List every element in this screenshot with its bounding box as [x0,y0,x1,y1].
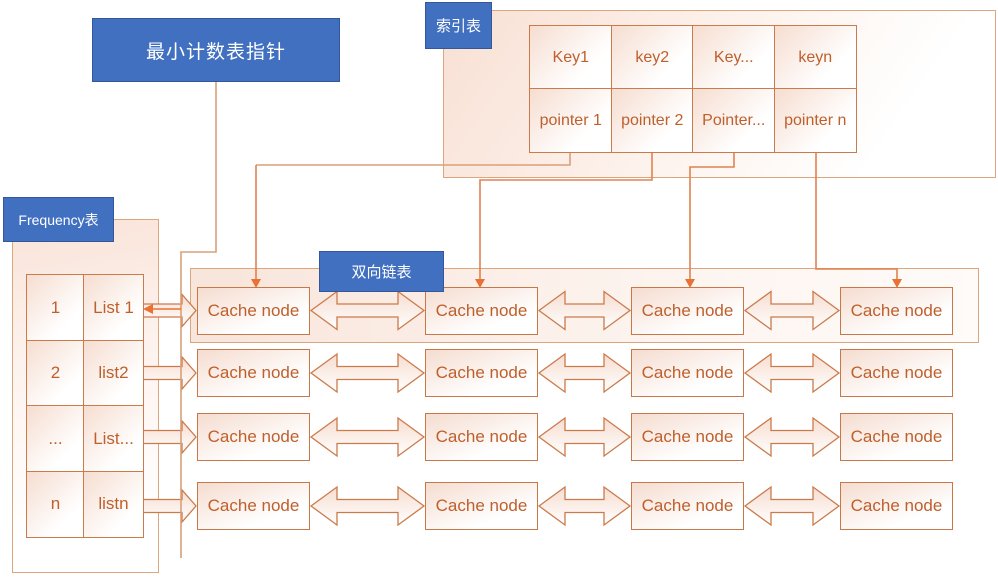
frequency-list-cell: listn [83,470,144,538]
right-block-arrow [142,355,197,391]
cache-node: Cache node [425,287,538,335]
index-key-cell: Key1 [529,25,613,90]
min-pointer-connector [180,82,217,558]
arrowheads [143,279,902,314]
index-key-cell: Key... [692,25,776,90]
cache-node: Cache node [631,482,744,530]
right-block-arrow [142,292,197,329]
block-arrows [142,290,841,527]
double-block-arrow [309,485,426,527]
frequency-count-cell: 1 [26,274,85,342]
arrowhead-left-list1 [143,304,153,314]
frequency-table: 1 List 1 2 list2 ... List... n listn [26,274,144,538]
index-key-cell: keyn [773,25,857,90]
double-block-arrow [309,416,426,458]
index-pointer-cell: pointer 2 [610,88,694,153]
double-block-arrow [537,290,632,331]
pointer1-connector [256,152,571,166]
pointer3-drop [689,152,735,279]
cache-node: Cache node [840,413,953,461]
cache-node: Cache node [425,413,538,461]
double-block-arrow [743,416,841,458]
pointer4-drop [815,152,898,279]
double-block-arrow [743,485,841,527]
cache-node: Cache node [631,413,744,461]
index-pointer-cell: Pointer... [692,88,776,153]
cache-node: Cache node [197,349,310,397]
index-table: Key1 key2 Key... keyn pointer 1 pointer … [529,25,857,153]
index-pointer-cell: pointer n [773,88,857,153]
index-key-cell: key2 [610,25,694,90]
min-count-pointer-label: 最小计数表指针 [92,18,340,82]
arrowhead-down-3 [685,279,695,288]
index-table-label: 索引表 [425,2,492,49]
cache-node: Cache node [425,482,538,530]
arrowhead-down-4 [892,279,902,288]
cache-node: Cache node [631,287,744,335]
cache-node: Cache node [197,482,310,530]
frequency-list-cell: List 1 [83,274,144,342]
frequency-count-cell: ... [26,405,85,473]
cache-node: Cache node [840,287,953,335]
cache-node: Cache node [840,482,953,530]
right-block-arrow [142,488,197,524]
arrowhead-down-2 [475,279,485,288]
double-block-arrow [743,290,841,331]
doubly-linked-list-label: 双向链表 [319,251,444,292]
double-block-arrow [537,416,632,458]
cache-node: Cache node [197,413,310,461]
frequency-count-cell: n [26,470,85,538]
frequency-list-cell: List... [83,405,144,473]
double-block-arrow [537,352,632,394]
frequency-count-cell: 2 [26,339,85,407]
double-block-arrow [537,485,632,527]
cache-node: Cache node [425,349,538,397]
orange-connectors [150,152,898,310]
double-block-arrow [309,290,426,331]
cache-node: Cache node [840,349,953,397]
pointer2-drop [479,152,653,279]
frequency-list-cell: list2 [83,339,144,407]
tan-connectors [180,82,571,558]
double-block-arrow [743,352,841,394]
index-pointer-cell: pointer 1 [529,88,613,153]
arrowhead-down-1 [251,279,261,288]
cache-node: Cache node [631,349,744,397]
frequency-table-label: Frequency表 [3,197,114,242]
double-block-arrow [309,352,426,394]
right-block-arrow [142,419,197,455]
cache-node: Cache node [197,287,310,335]
